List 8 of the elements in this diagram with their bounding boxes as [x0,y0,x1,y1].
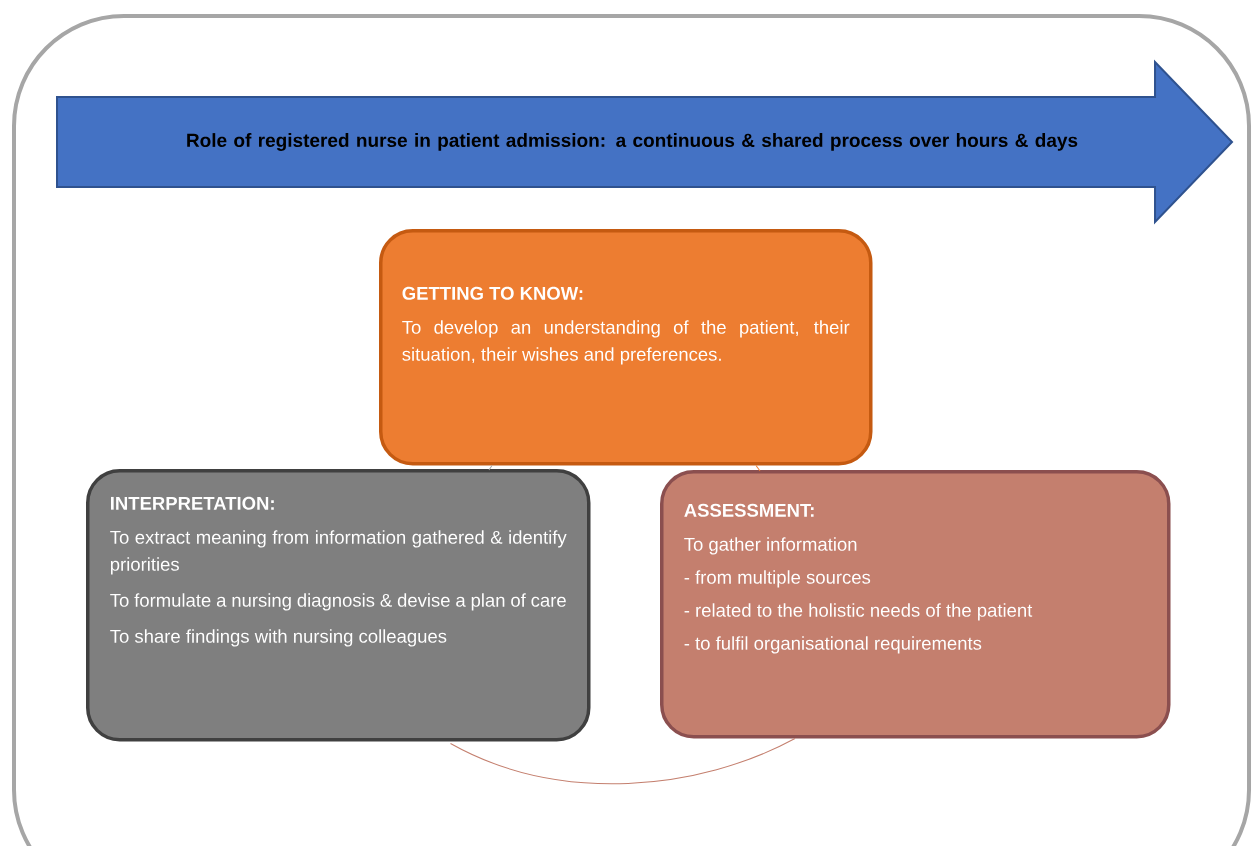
connector-line [488,465,493,471]
connector-line [755,465,761,472]
text-box: ASSESSMENT: To gather information - from multiple sources - related to the holistic needs of the patient - to fulfil organisational requirements [660,470,1171,739]
text-box: INTERPRETATION: To extract meaning from information gathered & identify priorities To formulate a nursing diagnosis & devise a plan of care To share findings with nursing colleagues [86,469,591,742]
banner-arrow [56,59,1234,225]
connector-line [450,738,796,784]
text-box: GETTING TO KNOW: To develop an understanding of the patient, their situation, their wishes and preferences. [379,229,873,466]
banner-title: Role of registered nurse in patient admission: a continuous & shared process over hours & days [187,133,1078,151]
